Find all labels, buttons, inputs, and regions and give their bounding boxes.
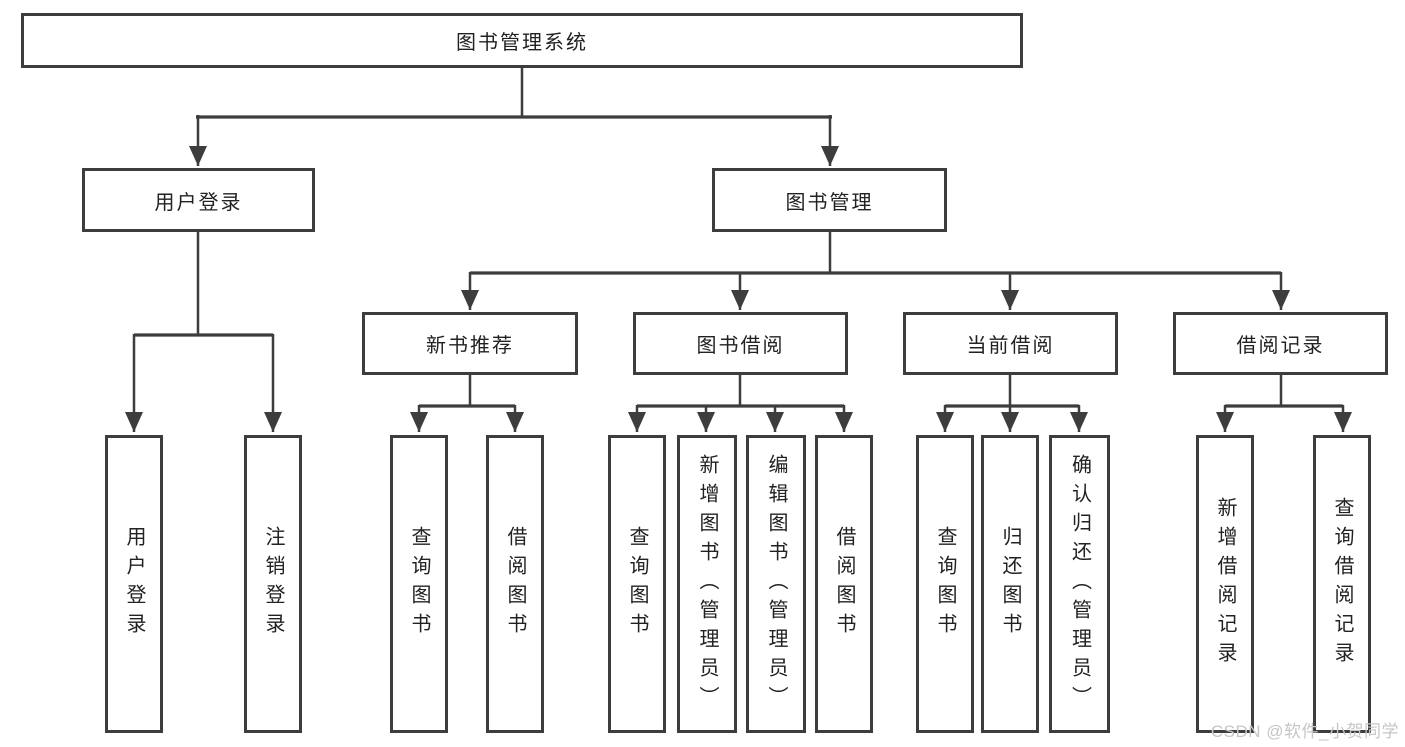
node-current-borrowing: 当前借阅	[903, 312, 1118, 375]
leaf-bb-add-book-admin-label: 新增图书（管理员）	[696, 453, 718, 715]
leaf-cb-confirm-return-admin-label: 确认归还（管理员）	[1068, 453, 1091, 715]
leaf-logout-label: 注销登录	[262, 526, 284, 642]
node-user-login: 用户登录	[82, 168, 315, 232]
node-book-borrowing: 图书借阅	[633, 312, 848, 375]
leaf-nbr-borrow-books-label: 借阅图书	[504, 526, 526, 642]
node-borrow-records-label: 借阅记录	[1236, 335, 1325, 357]
node-new-book-recommend-label: 新书推荐	[426, 335, 514, 357]
leaf-bb-edit-book-admin-label: 编辑图书（管理员）	[765, 453, 787, 715]
leaf-bb-query-books: 查询图书	[608, 435, 666, 733]
node-book-borrowing-label: 图书借阅	[696, 335, 785, 357]
leaf-br-add-borrow-record: 新增借阅记录	[1196, 435, 1254, 733]
leaf-bb-borrow-books-label: 借阅图书	[833, 526, 855, 642]
leaf-bb-edit-book-admin: 编辑图书（管理员）	[746, 435, 806, 733]
leaf-nbr-query-books-label: 查询图书	[408, 526, 430, 642]
leaf-cb-query-books: 查询图书	[916, 435, 974, 733]
leaf-bb-query-books-label: 查询图书	[626, 526, 648, 642]
node-user-login-label: 用户登录	[154, 191, 243, 214]
leaf-bb-borrow-books: 借阅图书	[815, 435, 873, 733]
node-book-management: 图书管理	[712, 168, 947, 232]
leaf-cb-return-books: 归还图书	[981, 435, 1039, 733]
node-root: 图书管理系统	[21, 13, 1023, 68]
leaf-cb-return-books-label: 归还图书	[999, 526, 1021, 642]
leaf-cb-confirm-return-admin: 确认归还（管理员）	[1049, 435, 1110, 733]
node-root-label: 图书管理系统	[456, 32, 588, 54]
leaf-user-login: 用户登录	[105, 435, 163, 733]
leaf-user-login-label: 用户登录	[123, 526, 145, 642]
leaf-br-query-borrow-record-label: 查询借阅记录	[1331, 497, 1353, 671]
leaf-nbr-borrow-books: 借阅图书	[486, 435, 544, 733]
csdn-watermark: CSDN @软件_小贺同学	[1210, 722, 1399, 741]
leaf-logout: 注销登录	[244, 435, 302, 733]
leaf-nbr-query-books: 查询图书	[390, 435, 448, 733]
leaf-br-add-borrow-record-label: 新增借阅记录	[1214, 497, 1236, 671]
node-new-book-recommend: 新书推荐	[362, 312, 578, 375]
leaf-br-query-borrow-record: 查询借阅记录	[1313, 435, 1371, 733]
node-current-borrowing-label: 当前借阅	[966, 335, 1055, 357]
node-borrow-records: 借阅记录	[1173, 312, 1388, 375]
node-book-management-label: 图书管理	[785, 191, 874, 214]
leaf-bb-add-book-admin: 新增图书（管理员）	[677, 435, 737, 733]
leaf-cb-query-books-label: 查询图书	[934, 526, 956, 642]
